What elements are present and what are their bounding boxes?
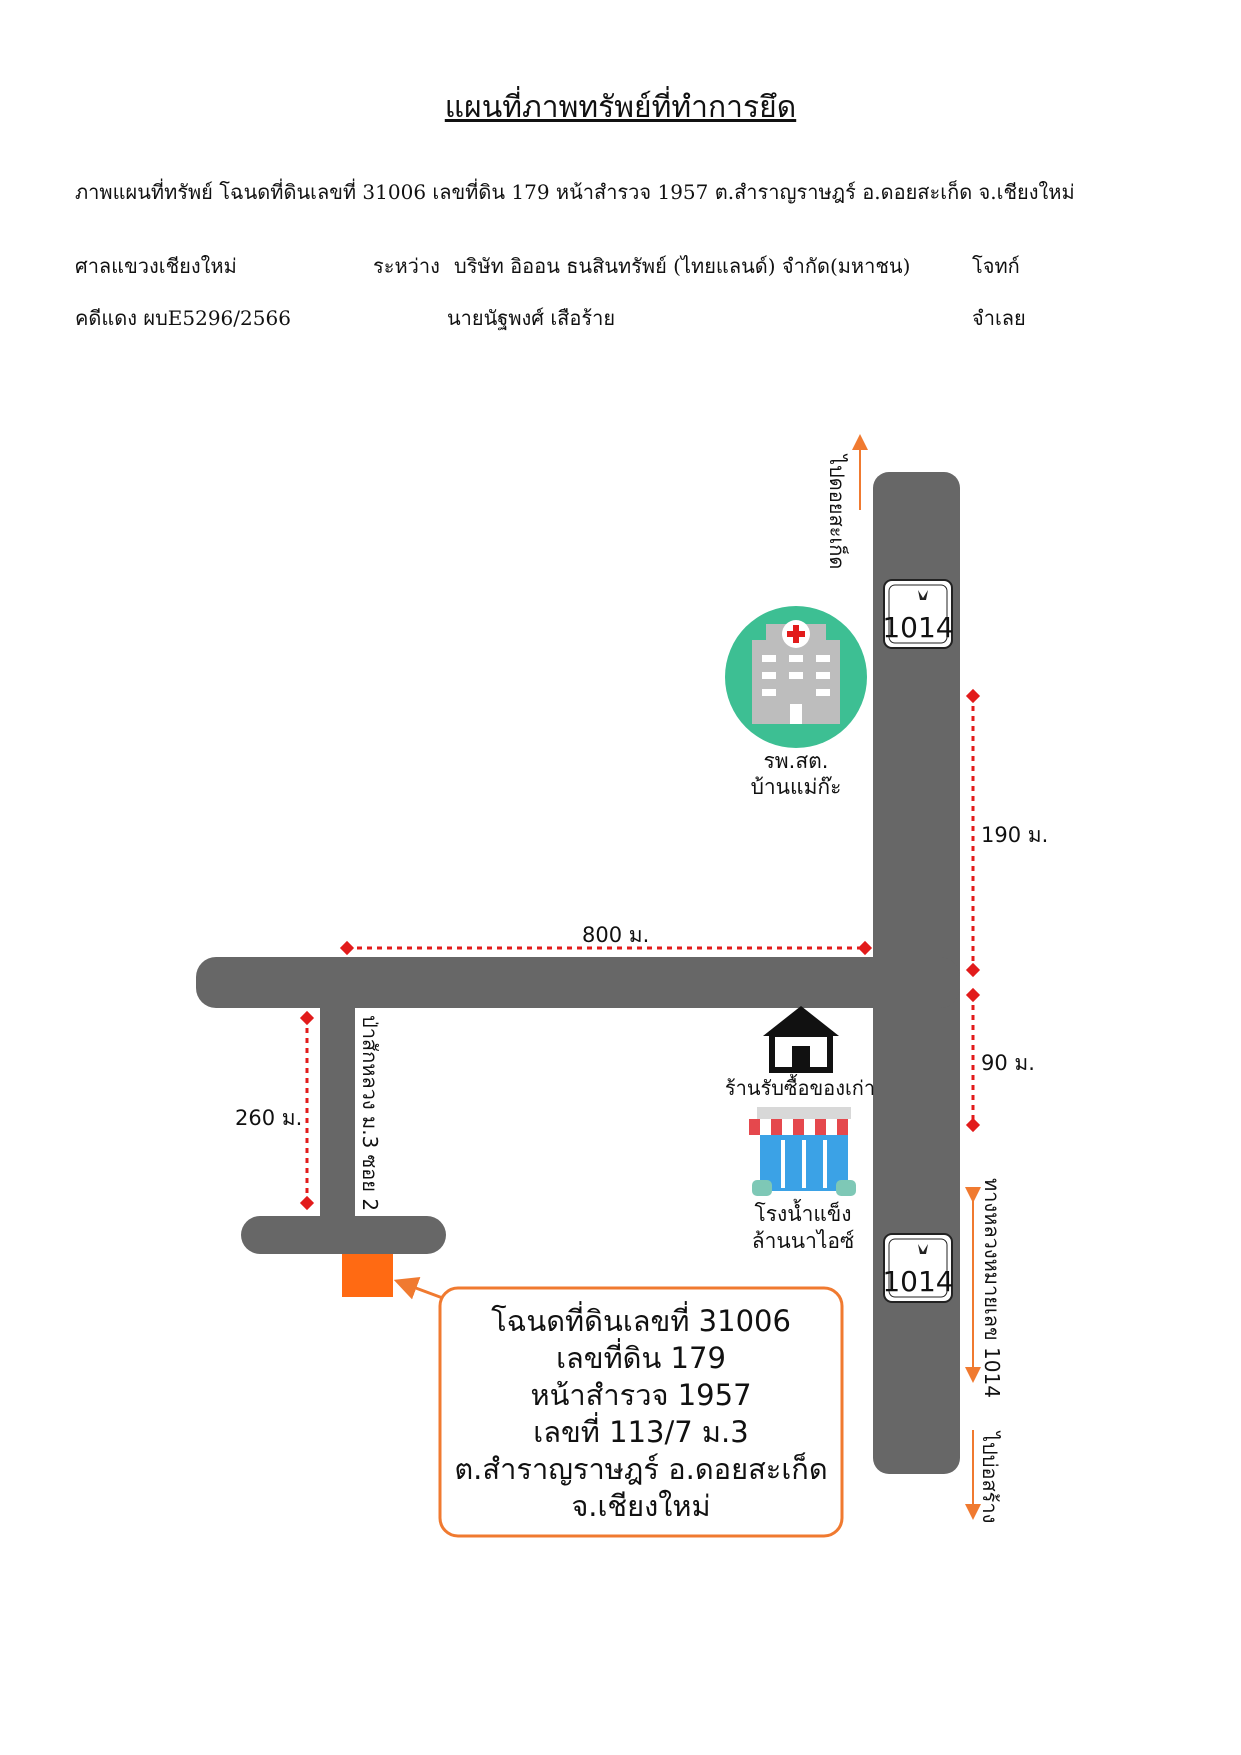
callout-line-3: หน้าสำรวจ 1957	[530, 1378, 751, 1412]
end-road	[241, 1216, 446, 1254]
side-road-label: ป่าสักหลวง ม.3 ซอย 2	[358, 1015, 382, 1211]
route-shield-north: 1014	[882, 579, 954, 649]
distance-north: 190 ม.	[965, 688, 1048, 978]
garuda-icon	[918, 1244, 928, 1254]
route-shield-label: 1014	[882, 1265, 953, 1298]
court-name: ศาลแขวงเชียงใหม่	[75, 254, 237, 278]
main-side-road	[196, 957, 960, 1008]
dist-side-label: 260 ม.	[235, 1106, 302, 1130]
callout-box	[438, 1286, 844, 1538]
distance-horizontal: 800 ม.	[339, 923, 873, 956]
garuda-icon	[918, 590, 928, 600]
ice-factory-label-2: ล้านนาไอซ์	[752, 1229, 855, 1253]
callout-line-5: ต.สำราญราษฎร์ อ.ดอยสะเก็ด	[454, 1451, 827, 1486]
hospital-icon	[725, 606, 867, 748]
shop-label: ร้านรับซื้อของเก่า	[725, 1074, 875, 1100]
between-label: ระหว่าง	[373, 254, 440, 278]
callout-line-4: เลขที่ 113/7 ม.3	[533, 1412, 748, 1449]
ice-factory-label-1: โรงน้ำแข็ง	[754, 1199, 851, 1226]
to-south-label: ไปบ่อสร้าง	[978, 1430, 1002, 1523]
dist-north-label: 190 ม.	[981, 823, 1048, 847]
property-description: ภาพแผนที่ทรัพย์ โฉนดที่ดินเลขที่ 31006 เ…	[75, 180, 1075, 204]
dist-shop-label: 90 ม.	[981, 1051, 1035, 1075]
house-icon	[763, 1006, 839, 1073]
to-north-label: ไปดอยสะเก็ด	[825, 453, 850, 569]
callout-text: โฉนดที่ดินเลขที่ 31006 เลขที่ดิน 179 หน้…	[454, 1301, 827, 1523]
defendant-role: จำเลย	[972, 306, 1026, 330]
distance-shop: 90 ม.	[965, 987, 1035, 1133]
plaintiff-role: โจทก์	[972, 254, 1020, 278]
property-marker	[342, 1254, 393, 1297]
callout-line-6: จ.เชียงใหม่	[571, 1489, 710, 1523]
callout-line-1: โฉนดที่ดินเลขที่ 31006	[491, 1301, 791, 1338]
callout-line-2: เลขที่ดิน 179	[556, 1338, 726, 1375]
route-shield-south: 1014	[882, 1233, 954, 1303]
plaintiff-name: บริษัท อิออน ธนสินทรัพย์ (ไทยแลนด์) จำกั…	[454, 254, 911, 278]
highway-label: ทางหลวงหมายเลข 1014	[980, 1178, 1004, 1398]
store-icon	[749, 1107, 859, 1196]
soi-2-road	[320, 1008, 355, 1230]
hospital-label-1: รพ.สต.	[764, 749, 829, 773]
defendant-name: นายนัฐพงศ์ เสือร้าย	[447, 306, 616, 330]
page-title: แผนที่ภาพทรัพย์ที่ทำการยึด	[444, 90, 797, 125]
dist-horizontal-label: 800 ม.	[582, 923, 649, 947]
hospital-label-2: บ้านแม่ก๊ะ	[751, 775, 842, 799]
roads	[196, 472, 960, 1474]
route-shield-label: 1014	[882, 611, 953, 644]
case-number: คดีแดง ผบE5296/2566	[75, 306, 291, 330]
distance-side: 260 ม.	[235, 1010, 315, 1211]
